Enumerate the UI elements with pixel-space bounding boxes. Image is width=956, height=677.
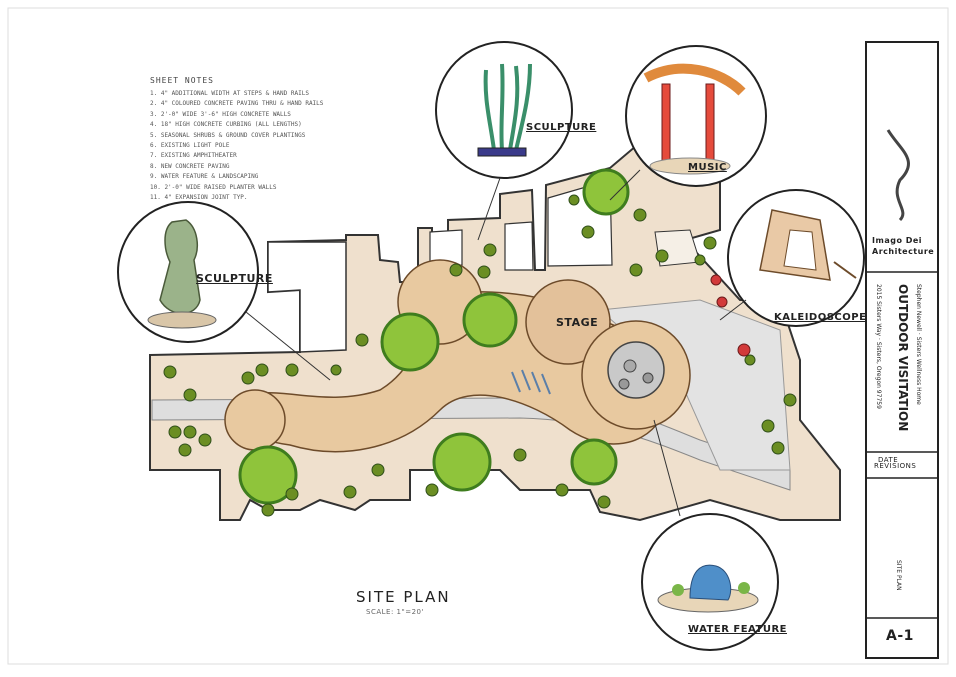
flowering-shrubs — [710, 274, 751, 357]
water-feature-sketch — [657, 564, 759, 613]
music-sketch — [643, 63, 746, 175]
revisions-label: REVISIONS — [874, 462, 917, 470]
music-label: MUSIC — [688, 162, 727, 173]
firm-name-line1: Imago Dei — [872, 236, 923, 245]
sheet-note-item: 2. 4" COLOURED CONCRETE PAVING THRU & HA… — [150, 100, 324, 108]
water-feature-label: WATER FEATURE — [688, 624, 787, 635]
large-trees — [238, 168, 630, 505]
curved-path — [224, 259, 691, 453]
sheet-note-item: 4. 18" HIGH CONCRETE CURBING (ALL LENGTH… — [150, 121, 302, 129]
site-plan-title: SITE PLAN — [356, 588, 451, 606]
sheet-note-item: 11. 4" EXPANSION JOINT TYP. — [150, 193, 248, 201]
sheet-note-item: 9. WATER FEATURE & LANDSCAPING — [150, 173, 259, 181]
project-title: OUTDOOR VISITATION — [896, 284, 910, 432]
project-address: 2015 Sisters Way · Sisters, Oregon 97759 — [875, 284, 882, 409]
sheet-notes: SHEET NOTES 1. 4" ADDITIONAL WIDTH AT ST… — [150, 76, 410, 203]
sheet-note-item: 8. NEW CONCRETE PAVING — [150, 162, 230, 170]
stage-label: STAGE — [556, 316, 599, 329]
scale-note: SCALE: 1"=20' — [366, 608, 424, 616]
firm-name-line2: Architecture — [872, 247, 935, 256]
kaleidoscope-sketch — [759, 209, 857, 281]
project-client: Stephen Newell · Sisters Wellness Home — [915, 284, 922, 405]
sheet-note-item: 5. SEASONAL SHRUBS & GROUND COVER PLANTI… — [150, 131, 306, 139]
sculpture-left-label: SCULPTURE — [196, 272, 273, 285]
sculpture-top-label: SCULPTURE — [526, 122, 597, 133]
sheet-note-item: 7. EXISTING AMPHITHEATER — [150, 152, 237, 160]
sheet-notes-list: 1. 4" ADDITIONAL WIDTH AT STEPS & HAND R… — [150, 89, 410, 203]
shrubs — [163, 194, 797, 517]
sheet-notes-heading: SHEET NOTES — [150, 76, 214, 85]
sheet-number: A-1 — [886, 628, 914, 644]
sheet-note-item: 10. 2'-0" WIDE RAISED PLANTER WALLS — [150, 183, 277, 191]
sculpture-left-sketch — [147, 219, 217, 329]
title-block — [865, 41, 939, 659]
sheet-name: SITE PLAN — [895, 560, 902, 591]
date-label: DATE — [878, 456, 899, 464]
sheet-note-item: 1. 4" ADDITIONAL WIDTH AT STEPS & HAND R… — [150, 90, 309, 97]
leader-lines — [245, 169, 747, 517]
kaleidoscope-label: KALEIDOSCOPE — [774, 312, 867, 323]
sheet-note-item: 3. 2'-0" WIDE 3'-6" HIGH CONCRETE WALLS — [150, 110, 291, 118]
sheet-note-item: 6. EXISTING LIGHT POLE — [150, 141, 230, 149]
sculpture-top-sketch — [477, 63, 532, 157]
